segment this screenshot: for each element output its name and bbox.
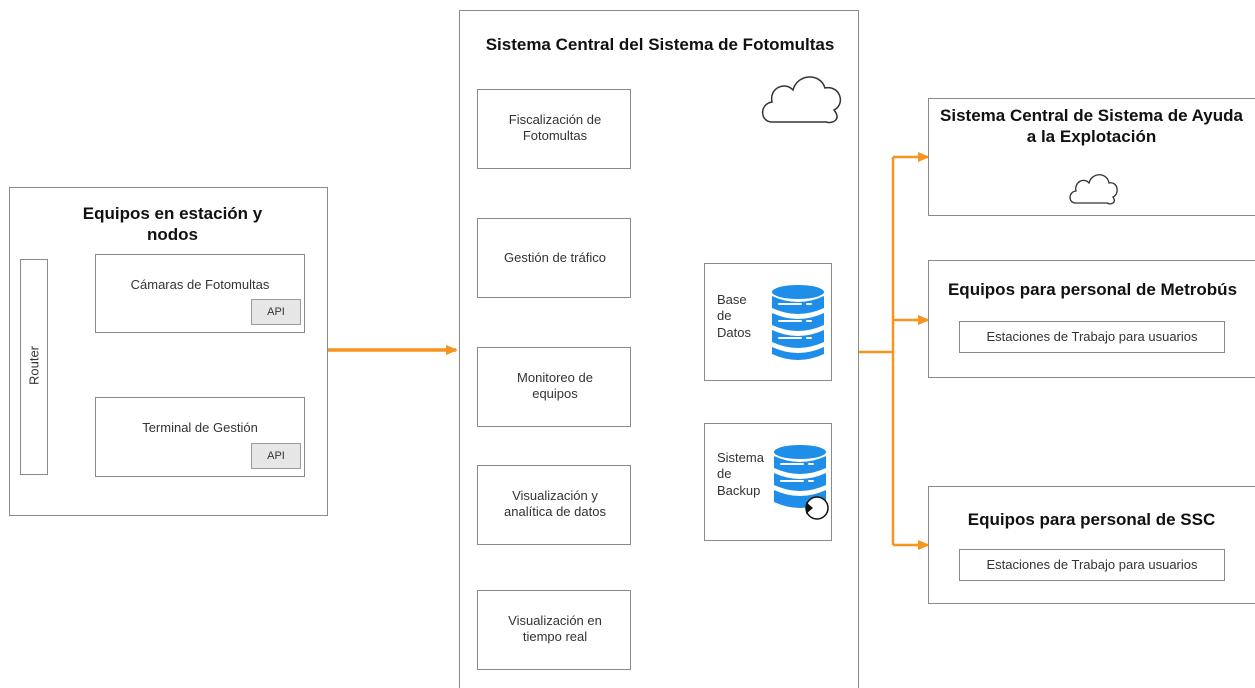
terminal-label: Terminal de Gestión: [142, 420, 258, 435]
ssc-workstation-label: Estaciones de Trabajo para usuarios: [986, 557, 1198, 572]
ssc-box: Equipos para personal de SSC Estaciones …: [928, 486, 1255, 604]
database-box: Base de Datos: [704, 263, 832, 381]
central-title: Sistema Central del Sistema de Fotomulta…: [485, 35, 835, 54]
metrobus-box: Equipos para personal de Metrobús Estaci…: [928, 260, 1255, 378]
cloud-icon: [1069, 174, 1118, 205]
ssc-title: Equipos para personal de SSC: [967, 510, 1216, 529]
module-gestion-trafico: Gestión de tráfico: [477, 218, 631, 298]
metrobus-title: Equipos para personal de Metrobús: [947, 280, 1238, 299]
central-to-right-arrows: [859, 152, 930, 550]
database-label: Base de Datos: [717, 292, 751, 340]
router-label: Router: [26, 345, 42, 386]
terminal-api-badge: API: [251, 443, 301, 469]
cloud-icon: [761, 76, 842, 124]
backup-box: Sistema de Backup: [704, 423, 832, 541]
module-monitoreo-label: Monitoreo de equipos: [517, 370, 593, 402]
metrobus-workstation: Estaciones de Trabajo para usuarios: [959, 321, 1225, 353]
module-fiscalizacion: Fiscalización de Fotomultas: [477, 89, 631, 169]
module-fiscalizacion-label: Fiscalización de Fotomultas: [508, 112, 602, 144]
module-gestion-trafico-label: Gestión de tráfico: [504, 250, 606, 265]
backup-icon: [774, 445, 829, 520]
database-icon: [772, 285, 824, 360]
router-box: [20, 259, 48, 475]
camera-api-badge: API: [251, 299, 301, 325]
module-analitica-label: Visualización y analítica de datos: [504, 488, 606, 520]
camera-box: Cámaras de Fotomultas API: [95, 254, 305, 333]
station-title: Equipos en estación y nodos: [82, 204, 263, 245]
module-tiempo-real-label: Visualización en tiempo real: [508, 613, 602, 645]
module-analitica: Visualización y analítica de datos: [477, 465, 631, 545]
module-tiempo-real: Visualización en tiempo real: [477, 590, 631, 670]
ssc-workstation: Estaciones de Trabajo para usuarios: [959, 549, 1225, 581]
sae-box: Sistema Central de Sistema de Ayuda a la…: [928, 98, 1255, 216]
backup-label: Sistema de Backup: [717, 450, 764, 498]
module-monitoreo: Monitoreo de equipos: [477, 347, 631, 427]
terminal-box: Terminal de Gestión API: [95, 397, 305, 477]
metrobus-workstation-label: Estaciones de Trabajo para usuarios: [986, 329, 1198, 344]
sae-title: Sistema Central de Sistema de Ayuda a la…: [940, 106, 1243, 147]
camera-label: Cámaras de Fotomultas: [130, 277, 270, 292]
